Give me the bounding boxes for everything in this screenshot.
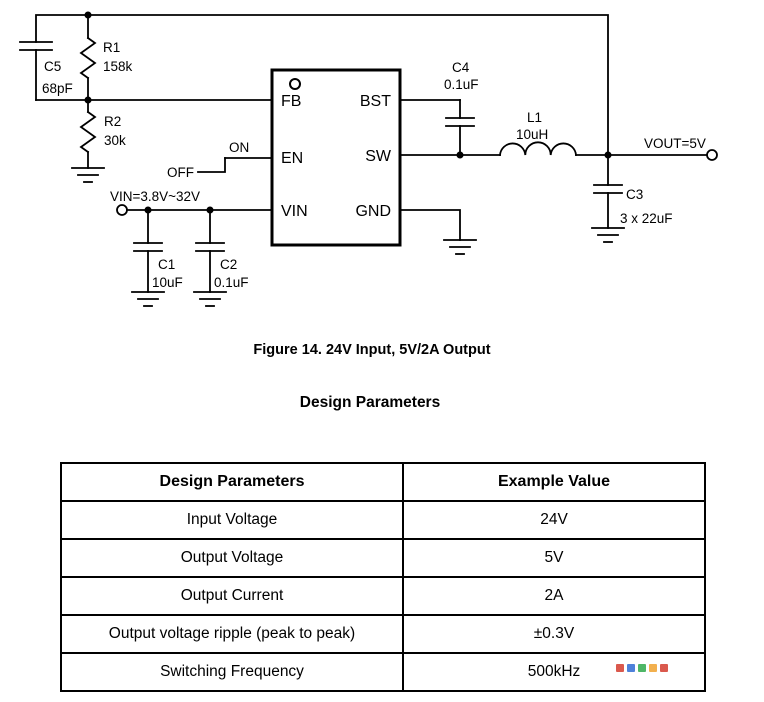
- value-cell: 5V: [402, 538, 706, 578]
- label-vin-net: VIN=3.8V~32V: [110, 189, 200, 204]
- table-header-row: Design Parameters Example Value: [60, 462, 706, 502]
- table-row: Output Voltage 5V: [60, 538, 706, 578]
- label-c4-ref: C4: [452, 60, 470, 75]
- label-l1-ref: L1: [527, 110, 542, 125]
- param-cell: Output Current: [60, 576, 404, 616]
- pin-label-bst: BST: [360, 93, 391, 110]
- label-c1-value: 10uF: [152, 275, 183, 290]
- watermark: [616, 660, 708, 676]
- pin-label-gnd: GND: [355, 203, 391, 220]
- table-row: Output voltage ripple (peak to peak) ±0.…: [60, 614, 706, 654]
- label-en-on: ON: [229, 140, 249, 155]
- vin-terminal: [116, 204, 128, 216]
- gnd-pin-wire: [399, 209, 461, 241]
- label-en-off: OFF: [167, 165, 194, 180]
- label-c5-value: 68pF: [42, 81, 73, 96]
- label-c2-ref: C2: [220, 257, 237, 272]
- table-header-value: Example Value: [402, 462, 706, 502]
- value-cell: ±0.3V: [402, 614, 706, 654]
- ground-c1: [131, 291, 165, 307]
- table-row: Switching Frequency 500kHz: [60, 652, 706, 692]
- label-c3-ref: C3: [626, 187, 643, 202]
- ic-body: [270, 68, 402, 247]
- capacitor-c1: [133, 209, 163, 293]
- pin-label-sw: SW: [365, 148, 392, 165]
- pin-label-vin: VIN: [281, 203, 308, 220]
- label-c5-ref: C5: [44, 59, 61, 74]
- value-cell: 2A: [402, 576, 706, 616]
- value-cell: 24V: [402, 500, 706, 540]
- label-l1-value: 10uH: [516, 127, 548, 142]
- circuit-schematic: FB EN VIN BST SW GND C5 68pF R1 158k R2 …: [19, 11, 718, 307]
- table-header-param: Design Parameters: [60, 462, 404, 502]
- label-r2-value: 30k: [104, 133, 126, 148]
- capacitor-c3: [593, 154, 623, 229]
- label-c1-ref: C1: [158, 257, 175, 272]
- param-cell: Output Voltage: [60, 538, 404, 578]
- label-c3-value: 3 x 22uF: [620, 211, 673, 226]
- capacitor-c2: [195, 209, 225, 293]
- label-r1-value: 158k: [103, 59, 133, 74]
- pin-label-fb: FB: [281, 93, 301, 110]
- table-row: Input Voltage 24V: [60, 500, 706, 540]
- param-cell: Output voltage ripple (peak to peak): [60, 614, 404, 654]
- figure-caption: Figure 14. 24V Input, 5V/2A Output: [253, 342, 491, 358]
- label-c4-value: 0.1uF: [444, 77, 479, 92]
- ground-c2: [193, 291, 227, 307]
- ground-ic: [443, 239, 477, 255]
- inductor-l1: [499, 141, 577, 156]
- capacitor-c5: [19, 41, 53, 101]
- junction-dots: [84, 11, 612, 214]
- pin-label-en: EN: [281, 150, 303, 167]
- ground-r2: [71, 167, 105, 183]
- param-cell: Input Voltage: [60, 500, 404, 540]
- section-title: Design Parameters: [299, 394, 441, 411]
- enable-switch: [197, 157, 273, 173]
- pin1-marker: [289, 78, 301, 90]
- table-row: Output Current 2A: [60, 576, 706, 616]
- value-cell: 500kHz: [402, 652, 706, 692]
- design-parameters-table: Design Parameters Example Value Input Vo…: [60, 462, 706, 692]
- param-cell: Switching Frequency: [60, 652, 404, 692]
- vout-terminal: [706, 149, 718, 161]
- label-r2-ref: R2: [104, 114, 121, 129]
- feedback-top-wire: [35, 14, 609, 156]
- ground-c3: [591, 227, 625, 243]
- resistor-r1: [79, 14, 97, 101]
- resistor-r2: [79, 99, 97, 169]
- label-c2-value: 0.1uF: [214, 275, 249, 290]
- capacitor-c4: [399, 99, 475, 156]
- label-vout-net: VOUT=5V: [644, 136, 706, 151]
- label-r1-ref: R1: [103, 40, 120, 55]
